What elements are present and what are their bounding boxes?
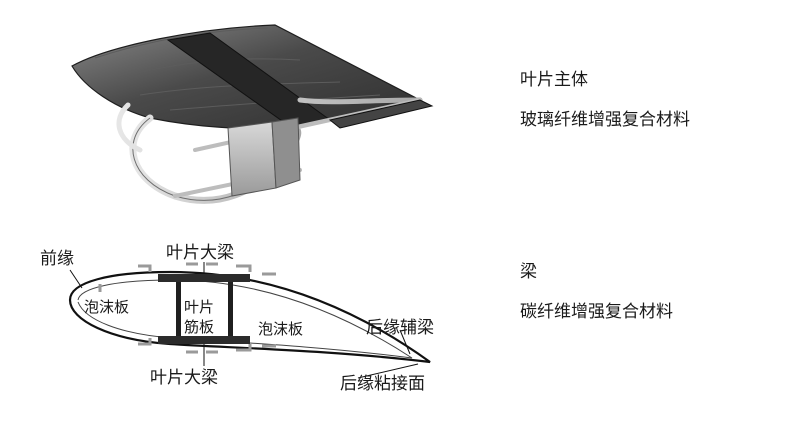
spar-cap-top: [158, 274, 250, 282]
beam-title: 梁: [520, 262, 537, 282]
beam-material: 碳纤维增强复合材料: [520, 302, 673, 322]
blade-body-material: 玻璃纤维增强复合材料: [520, 110, 690, 130]
label-shear-web-1: 叶片: [184, 298, 214, 316]
blade-body-title: 叶片主体: [520, 70, 588, 90]
label-trailing-edge-spar: 后缘辅梁: [366, 318, 434, 338]
label-leading-edge: 前缘: [40, 249, 74, 269]
label-foam-left: 泡沫板: [84, 298, 129, 316]
label-foam-right: 泡沫板: [258, 320, 303, 338]
spar-cap-bottom: [158, 336, 250, 344]
label-spar-cap-bottom: 叶片大梁: [150, 368, 218, 388]
shear-web-left: [176, 282, 181, 336]
shear-web-right: [228, 282, 233, 336]
label-spar-cap-top: 叶片大梁: [166, 243, 234, 263]
label-shear-web-2: 筋板: [184, 318, 214, 336]
label-trailing-edge-bond: 后缘粘接面: [340, 374, 425, 394]
